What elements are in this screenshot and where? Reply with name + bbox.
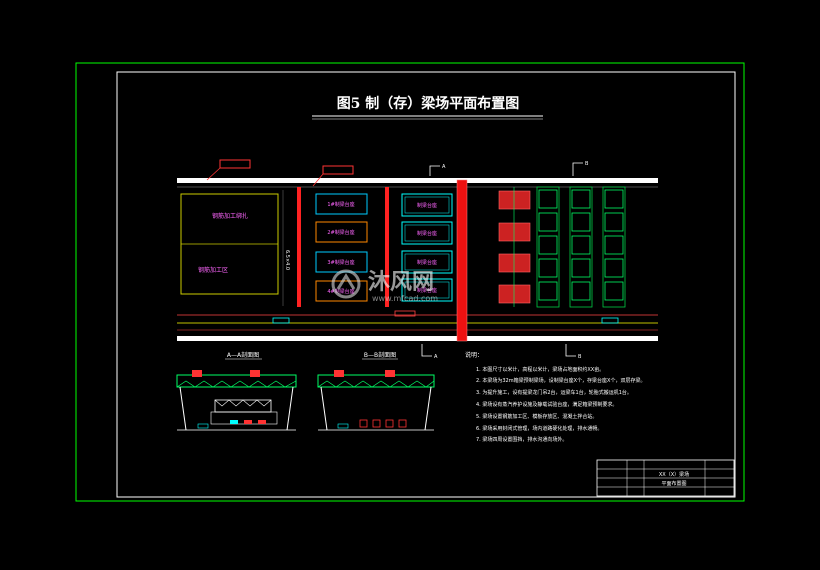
note-item: 4. 梁场设有蒸汽养护设施及静载试验台座，满足箱梁预制要求。 <box>476 401 617 408</box>
rebar-zone-label-2: 钢筋加工区 <box>198 266 228 274</box>
title-block-line2: 平面布置图 <box>661 480 686 487</box>
note-item: 3. 为提升施工，设有提梁龙门吊2台，运梁车1台，轮胎式搬运机1台。 <box>476 389 632 396</box>
pedestal-label: 2#制梁台座 <box>327 229 354 236</box>
plan-top-road <box>177 178 658 183</box>
storage-green-columns <box>536 186 626 308</box>
plan-bottom-road <box>177 336 658 341</box>
rebar-zone-label-1: 钢筋加工绑扎 <box>212 212 248 220</box>
section-b-drawing <box>317 370 435 431</box>
road-marker <box>601 317 619 324</box>
note-item: 5. 梁场设置钢筋加工区、模板存放区、混凝土拌合站。 <box>476 413 597 420</box>
pedestal-label: 4#制梁台座 <box>327 288 354 295</box>
gantry-rail-1 <box>297 187 301 307</box>
storage-red-blocks <box>498 187 531 307</box>
section-mark-b-bottom: B <box>565 344 582 360</box>
note-item: 2. 本梁场为32m箱梁预制梁场，设制梁台座X个，存梁台座X个，双层存梁。 <box>476 377 645 384</box>
notes-list: 1. 本图尺寸以米计，高程以米计，梁场占地面积约XX亩。 2. 本梁场为32m箱… <box>476 366 645 443</box>
gantry-rail-2 <box>385 187 389 307</box>
svg-text:A: A <box>442 164 446 170</box>
bed-box <box>401 221 453 245</box>
dim-text: 6.5×4.0 <box>284 250 290 270</box>
bed-box-inner <box>404 253 450 271</box>
callout-leader-1 <box>206 167 221 181</box>
pedestal-box <box>315 221 368 243</box>
road-marker <box>272 317 290 324</box>
watermark-text: 沐风网 <box>368 269 434 295</box>
road-marker <box>394 310 416 317</box>
section-a-drawing <box>176 370 297 431</box>
section-a-label: A—A剖面图 <box>227 351 259 359</box>
bed-label: 制梁台座 <box>417 230 437 237</box>
note-item: 6. 梁场采用封闭式管理，场内道路硬化处理，排水通畅。 <box>476 425 602 432</box>
drawing-title: 图5 制（存）梁场平面布置图 <box>337 95 520 112</box>
bed-box-inner <box>404 196 450 214</box>
bed-box <box>401 278 453 302</box>
cyan-box-group: 制梁台座 制梁台座 制梁台座 制梁台座 <box>401 193 453 302</box>
bed-box-inner <box>404 281 450 299</box>
callout-box-1 <box>219 159 251 169</box>
bed-label: 制梁台座 <box>417 202 437 209</box>
svg-text:B: B <box>578 354 582 360</box>
section-b-label: B—B剖面图 <box>364 351 396 359</box>
section-mark-a-bottom: A <box>421 344 438 360</box>
bed-label: 制梁台座 <box>417 259 437 266</box>
title-block: XX（X）梁场 平面布置图 <box>596 459 735 497</box>
notes-heading: 说明： <box>465 351 483 359</box>
watermark: 沐风网 www.mfcad.com <box>331 269 438 303</box>
bed-box <box>401 193 453 217</box>
pedestal-box <box>315 193 368 215</box>
outer-frame <box>75 62 745 502</box>
svg-text:A: A <box>434 354 438 360</box>
inner-frame <box>116 71 736 498</box>
pedestal-label: 3#制梁台座 <box>327 259 354 266</box>
callout-box-2 <box>322 165 354 175</box>
note-item: 1. 本图尺寸以米计，高程以米计，梁场占地面积约XX亩。 <box>476 366 604 373</box>
section-mark-b-top: B <box>572 161 589 176</box>
callout-leader-2 <box>312 173 324 187</box>
title-block-line1: XX（X）梁场 <box>659 471 689 478</box>
bed-box <box>401 250 453 274</box>
note-item: 7. 梁场四周设置围挡，排水沟通向场外。 <box>476 436 567 443</box>
watermark-logo-icon <box>331 269 361 299</box>
section-mark-a-top: A <box>429 164 446 176</box>
pedestal-label: 1#制梁台座 <box>327 201 354 208</box>
svg-text:B: B <box>585 161 589 167</box>
bed-box-inner <box>404 224 450 242</box>
watermark-url: www.mfcad.com <box>372 294 438 303</box>
gantry-rail-main <box>456 179 468 342</box>
bed-label: 制梁台座 <box>417 287 437 294</box>
